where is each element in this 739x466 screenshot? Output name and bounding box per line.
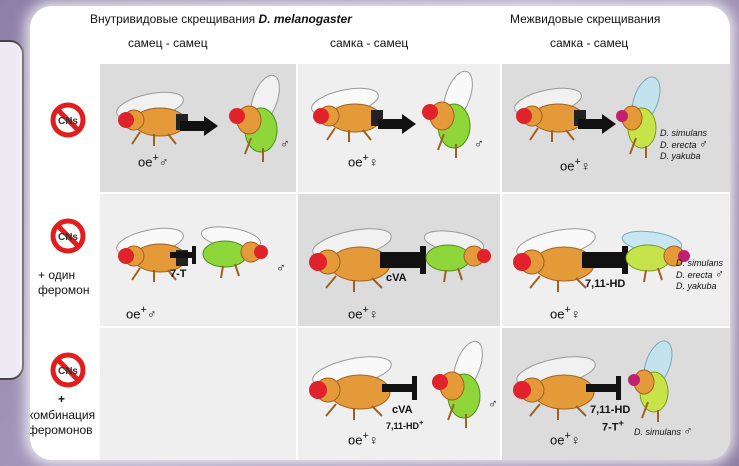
- side-card: [0, 40, 24, 380]
- pheromone-cva: cVA: [386, 272, 407, 284]
- svg-text:CNs: CNs: [58, 366, 78, 377]
- male-symbol: ♂: [276, 260, 286, 275]
- col-header-female-male-interspecific: самка - самец: [550, 36, 628, 50]
- svg-text:CNs: CNs: [58, 116, 78, 127]
- label-oe-female: oe+♀: [560, 156, 591, 173]
- col-header-female-male: самка - самец: [330, 36, 408, 50]
- label-oe-male: oe+♂: [126, 304, 157, 321]
- label-oe-male: oe+♂: [138, 152, 169, 169]
- pheromone-711hd-plus: 7,11-HD+: [386, 418, 423, 431]
- male-symbol: ♂: [280, 136, 290, 151]
- fly-male-target: [418, 342, 498, 422]
- intraspecific-header: Внутривидовые скрещивания D. melanogaste…: [90, 12, 352, 26]
- inhibition-arrow: [382, 376, 422, 400]
- fly-other-species: [620, 342, 690, 422]
- species-list: D. simulans ♂: [634, 426, 693, 438]
- label-oe-female: oe+♀: [348, 152, 379, 169]
- label-oe-female: oe+♀: [348, 430, 379, 447]
- pheromone-711hd: 7,11-HD: [590, 404, 630, 416]
- arrow-courtship: [180, 116, 220, 136]
- pheromone-7t-plus: 7-T+: [602, 418, 624, 434]
- col-header-male-male: самец - самец: [128, 36, 208, 50]
- svg-text:CNs: CNs: [58, 232, 78, 243]
- no-cns-icon: CNs: [50, 102, 86, 138]
- label-oe-female: oe+♀: [348, 304, 379, 321]
- pheromone-711hd: 7,11-HD: [585, 278, 625, 290]
- pheromone-7t: 7-T: [170, 268, 187, 280]
- fly-male-target: [195, 220, 275, 280]
- slide: Внутривидовые скрещивания D. melanogaste…: [30, 6, 730, 460]
- no-cns-icon: CNs: [50, 352, 86, 388]
- interspecific-header: Межвидовые скрещивания: [510, 12, 660, 26]
- male-symbol: ♂: [488, 396, 498, 411]
- pheromone-cva: cVA: [392, 404, 413, 416]
- no-cns-icon: CNs: [50, 218, 86, 254]
- male-symbol: ♂: [474, 136, 484, 151]
- fly-male-target: [418, 224, 498, 284]
- fly-male-target: [215, 76, 295, 166]
- panel-r3-c1: [100, 328, 296, 460]
- label-oe-female: oe+♀: [550, 304, 581, 321]
- row-label-plus: +: [58, 392, 65, 407]
- label-oe-female: oe+♀: [550, 430, 581, 447]
- fly-other-species: [608, 78, 668, 158]
